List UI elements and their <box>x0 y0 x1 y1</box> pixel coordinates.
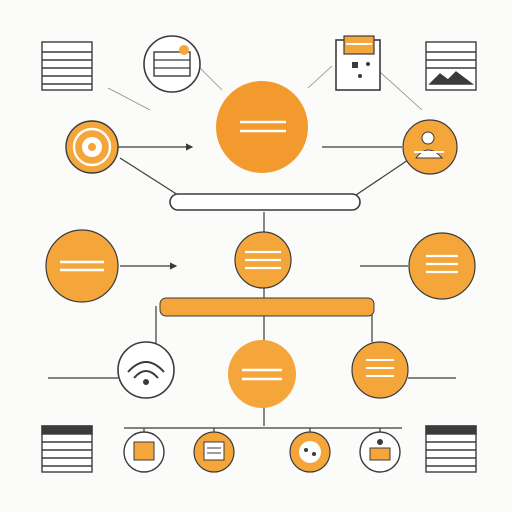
mid-center-node <box>234 231 292 289</box>
gear-icon <box>143 35 201 93</box>
lower-center-node <box>228 340 296 408</box>
mid-left-node <box>45 229 119 303</box>
line-clipboard-to-person <box>379 71 423 111</box>
person-icon <box>402 119 458 175</box>
clipboard-icon <box>335 35 381 91</box>
line-doc-top-left <box>107 87 151 111</box>
cake-icon <box>289 428 331 473</box>
target-icon <box>65 120 119 174</box>
document-icon <box>425 425 477 473</box>
box-icon <box>359 428 401 473</box>
lower-right-node <box>351 341 409 399</box>
line-to-top-bar-right <box>355 159 409 196</box>
line-main-to-clipboard <box>307 65 333 89</box>
folder-icon <box>193 428 235 473</box>
document-icon <box>41 425 93 473</box>
mid-right-node <box>408 232 476 300</box>
orange-bar <box>159 297 375 317</box>
connectors <box>48 65 456 429</box>
line-gear-to-main <box>199 67 223 91</box>
top-bar <box>169 193 361 211</box>
box-icon <box>123 428 165 473</box>
document-icon <box>41 41 93 91</box>
main-node <box>216 81 308 173</box>
image-icon <box>425 41 477 91</box>
wifi-icon <box>117 341 175 399</box>
line-to-top-bar-left <box>119 157 179 196</box>
